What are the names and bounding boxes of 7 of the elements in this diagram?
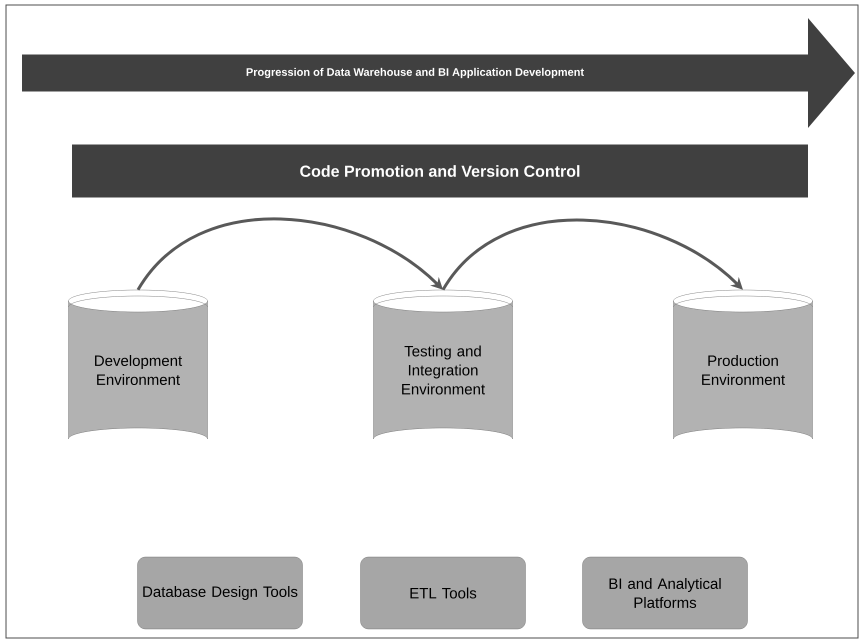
- tool-box: Database Design Tools: [137, 556, 303, 630]
- database-cylinder: Testing and Integration Environment: [373, 290, 513, 440]
- database-cylinder: Development Environment: [68, 290, 208, 440]
- database-cylinder: Production Environment: [673, 290, 813, 440]
- tool-box: ETL Tools: [360, 556, 526, 630]
- tool-box: BI and Analytical Platforms: [582, 556, 748, 630]
- banner-bar: Code Promotion and Version Control: [72, 144, 808, 198]
